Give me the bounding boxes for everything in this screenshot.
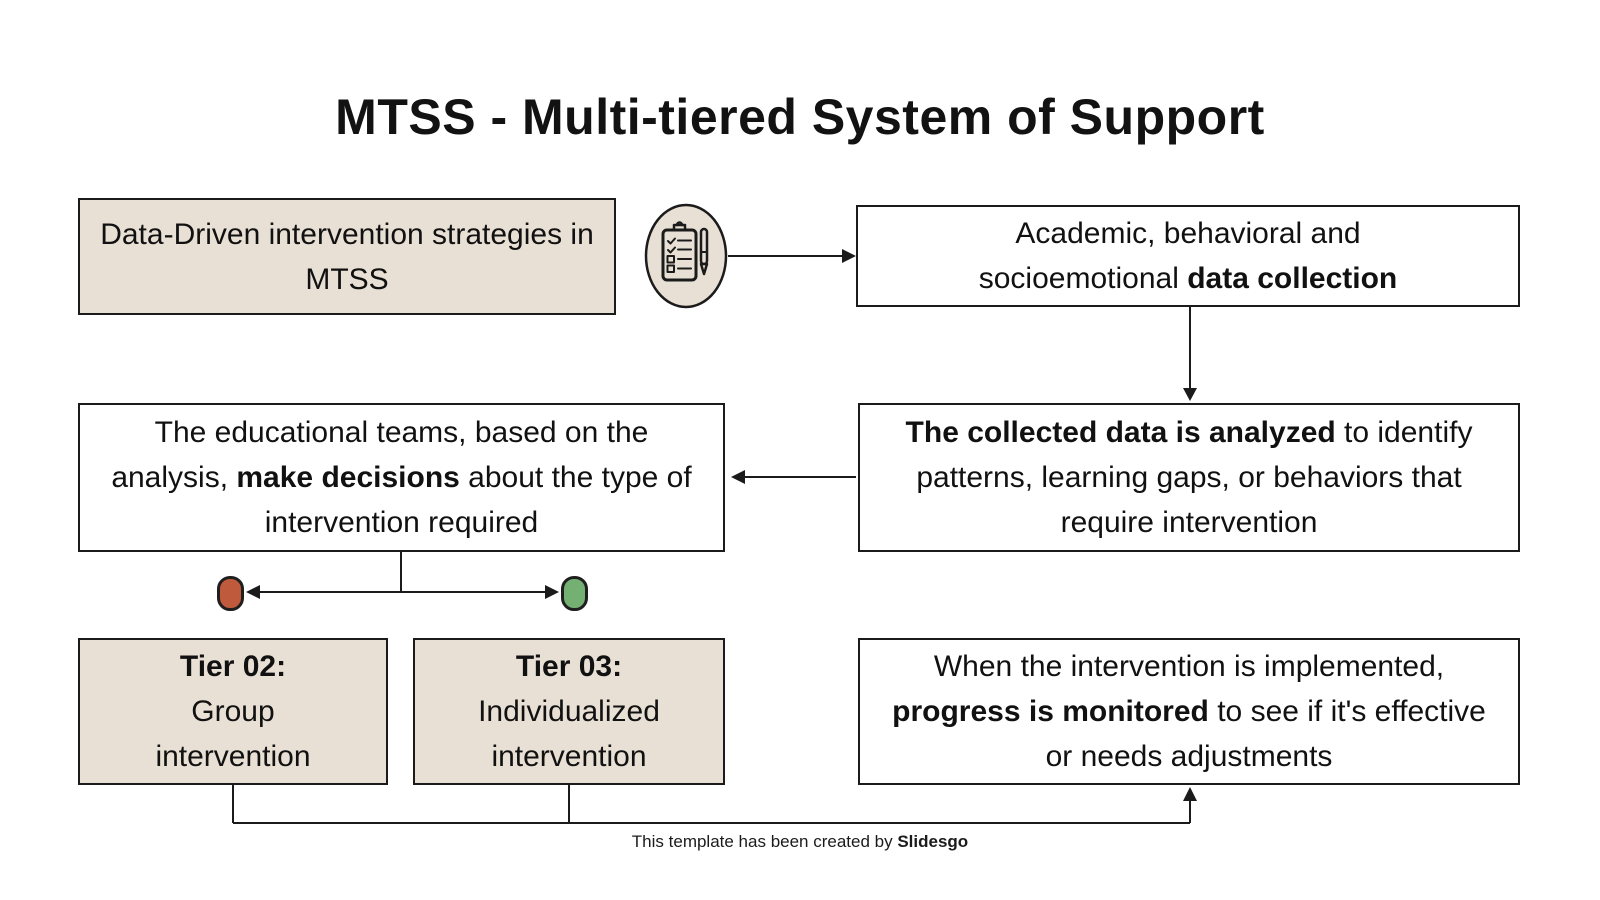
monitoring-box: When the intervention is implemented, pr… <box>858 638 1520 785</box>
check-box-3 <box>666 255 675 264</box>
pen-tip <box>699 262 709 276</box>
footer-credit: This template has been created by Slides… <box>0 832 1600 852</box>
tier3-title: Tier 03: <box>515 650 623 683</box>
check-row-1 <box>667 237 676 245</box>
tier2-title: Tier 02: <box>179 650 287 683</box>
tier2-box: Tier 02: Group intervention <box>78 638 388 785</box>
clipboard-checklist-icon <box>644 202 728 315</box>
tier2-line1: Group <box>191 695 275 728</box>
tier3-decision-dot <box>561 576 588 611</box>
monitoring-text: When the intervention is implemented, pr… <box>892 650 1486 773</box>
tier2-decision-dot <box>217 576 244 611</box>
analysis-box: The collected data is analyzed to identi… <box>858 403 1520 552</box>
tier3-line2: intervention <box>491 740 647 773</box>
icon-oval <box>644 203 728 309</box>
check-box-4 <box>666 264 675 273</box>
tier3-line1: Individualized <box>478 695 660 728</box>
data-collection-text: Academic, behavioral and socioemotional … <box>978 217 1398 295</box>
analysis-text: The collected data is analyzed to identi… <box>905 416 1473 539</box>
clipboard-checklist-icon-svg <box>644 203 728 309</box>
connector-decisions-split <box>260 552 547 593</box>
page-title: MTSS - Multi-tiered System of Support <box>335 89 1265 145</box>
arrowhead-up-monitoring <box>1183 787 1197 801</box>
arrowhead-right-green-dot <box>545 585 559 599</box>
arrowhead-left-red-dot <box>246 585 260 599</box>
arrowhead-down-analysis <box>1183 388 1197 401</box>
tier3-box: Tier 03: Individualized intervention <box>413 638 725 785</box>
data-collection-box: Academic, behavioral and socioemotional … <box>856 205 1520 307</box>
connector-tiers-to-monitoring <box>232 785 1191 824</box>
clipboard-board <box>661 228 698 282</box>
arrowhead-right-icon <box>842 249 856 263</box>
footer-brand: Slidesgo <box>897 832 969 851</box>
strategies-text: Data-Driven intervention strategies in M… <box>100 217 594 296</box>
decisions-text: The educational teams, based on the anal… <box>111 416 692 539</box>
footer-credit-text: This template has been created by <box>631 832 898 851</box>
check-row-2 <box>667 246 676 254</box>
clipboard-clip <box>672 223 687 232</box>
tier2-line2: intervention <box>155 740 311 773</box>
decisions-box: The educational teams, based on the anal… <box>78 403 725 552</box>
clipboard-clip-knob <box>675 221 684 227</box>
strategies-box: Data-Driven intervention strategies in M… <box>78 198 616 315</box>
arrowhead-left-decisions <box>731 470 745 484</box>
